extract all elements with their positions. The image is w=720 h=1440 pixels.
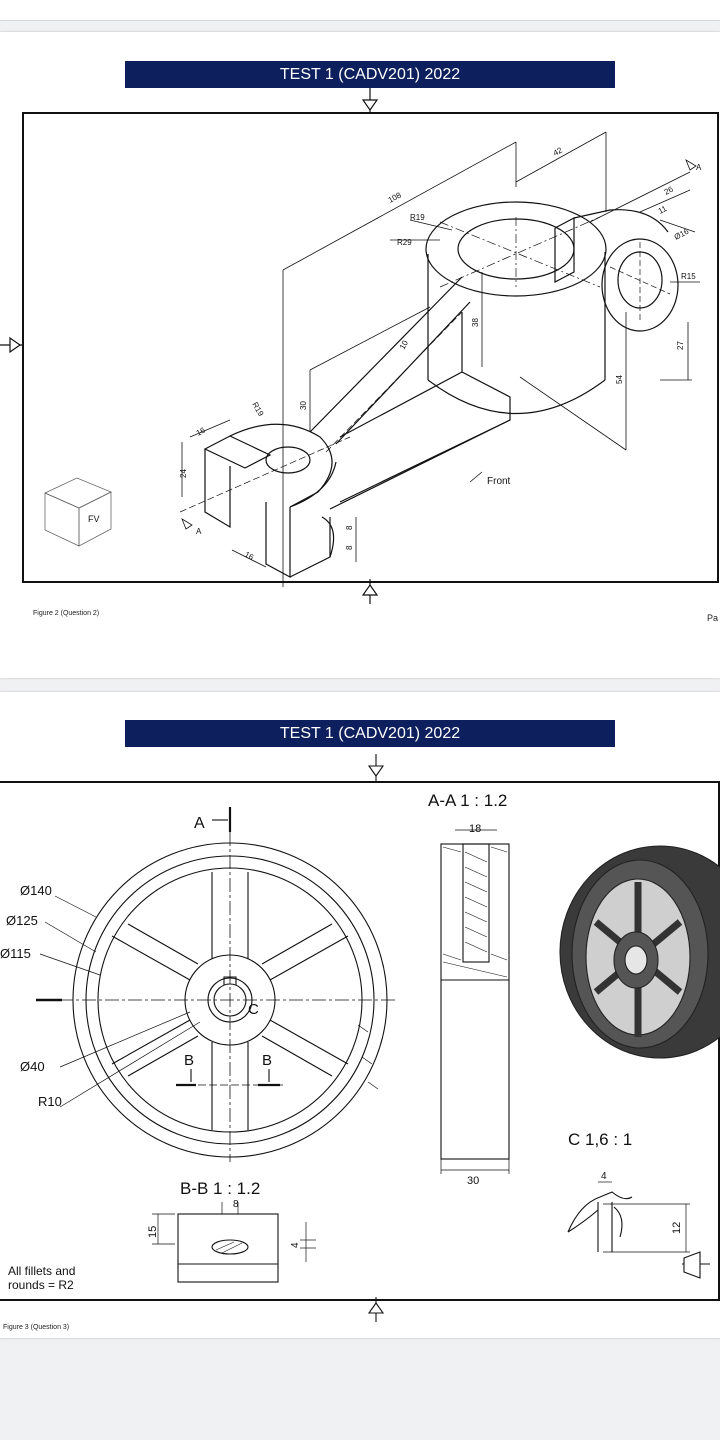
section-label-a-right: A <box>696 163 702 172</box>
frame-marker-arrows-p2 <box>367 754 385 1322</box>
dim-30: 30 <box>299 401 308 410</box>
fv-view-cube <box>44 477 112 547</box>
fillets-note: All fillets and rounds = R2 <box>8 1264 76 1292</box>
section-bb-view <box>152 1202 316 1283</box>
dim-bb-8: 8 <box>233 1199 239 1210</box>
dim-r19-small: R19 <box>250 401 265 419</box>
document-page-2: TEST 1 (CADV201) 2022 <box>0 692 720 1338</box>
dim-width-18: 18 <box>469 823 481 835</box>
dim-r15: R15 <box>681 272 696 281</box>
wheel-spokes <box>111 872 349 1130</box>
dim-108: 108 <box>387 190 403 204</box>
section-marker-b-left: B <box>184 1052 194 1069</box>
dim-16-diameter: Ø16 <box>673 226 691 241</box>
dim-26: 26 <box>663 184 676 196</box>
dim-radius-10: R10 <box>38 1094 62 1109</box>
dim-27: 27 <box>676 341 685 350</box>
section-aa-view <box>440 829 510 1174</box>
dim-diameter-125: Ø125 <box>6 913 38 928</box>
clamp-lug <box>554 209 679 332</box>
dim-diameter-140: Ø140 <box>20 883 52 898</box>
section-marker-a: A <box>194 815 205 832</box>
figure-2-caption: Figure 2 (Question 2) <box>33 610 100 617</box>
dim-16-bottom: 16 <box>243 550 256 562</box>
dim-11: 11 <box>657 204 669 216</box>
section-arrows <box>181 159 697 530</box>
dim-38: 38 <box>471 318 480 327</box>
dim-r29: R29 <box>397 238 412 247</box>
dim-54: 54 <box>615 375 624 384</box>
document-page-1: TEST 1 (CADV201) 2022 <box>0 32 720 678</box>
dim-width-30: 30 <box>467 1175 479 1187</box>
page-1-banner-title: TEST 1 (CADV201) 2022 <box>125 61 615 88</box>
dim-24: 24 <box>179 469 188 478</box>
section-aa-title: A-A 1 : 1.2 <box>428 791 507 810</box>
rendered-wheel-3d <box>559 845 720 1059</box>
dim-bb-15: 15 <box>147 1226 159 1238</box>
figure-3-caption: Figure 3 (Question 3) <box>3 1324 70 1331</box>
dim-detail-12: 12 <box>671 1222 683 1234</box>
viewer-top-strip <box>0 0 720 21</box>
section-label-a-left: A <box>196 527 202 536</box>
page-2-banner-title: TEST 1 (CADV201) 2022 <box>125 720 615 747</box>
rib-arm <box>309 276 471 453</box>
dim-r19: R19 <box>410 213 425 222</box>
centre-lines <box>439 216 601 288</box>
front-direction-label: Front <box>487 476 511 487</box>
detail-marker-c: C <box>248 1001 259 1018</box>
section-marker-b-right: B <box>262 1052 272 1069</box>
figure-2-frame <box>22 112 719 583</box>
dim-bb-4: 4 <box>290 1242 301 1248</box>
dim-diameter-115: Ø115 <box>0 946 31 961</box>
leader-lines <box>39 895 379 1108</box>
wheel-front-view <box>36 807 395 1162</box>
dim-diameter-40: Ø40 <box>20 1059 45 1074</box>
dimension-lines <box>181 131 700 587</box>
frame-marker-arrows <box>0 88 379 604</box>
dim-detail-4: 4 <box>601 1171 607 1182</box>
detail-c-view <box>567 1181 710 1279</box>
dim-8-lower: 8 <box>345 545 354 550</box>
section-bb-title: B-B 1 : 1.2 <box>180 1179 260 1198</box>
figure-3-wheel-drawing: A B B C Ø140 Ø125 Ø115 Ø40 R10 A-A 1 : 1… <box>0 754 720 1322</box>
cylinder-body <box>425 201 607 414</box>
dim-16-top: 16 <box>195 425 208 437</box>
figure-2-isometric-drawing: 108 42 26 11 Ø16 R15 R19 R29 38 27 54 10… <box>0 88 702 604</box>
dim-8-upper: 8 <box>345 525 354 530</box>
base-arm <box>329 312 511 510</box>
fv-cube-label: FV <box>88 514 100 524</box>
page-number-label: Pa <box>707 613 719 623</box>
detail-c-title: C 1,6 : 1 <box>568 1130 632 1149</box>
left-end-block <box>179 423 351 579</box>
